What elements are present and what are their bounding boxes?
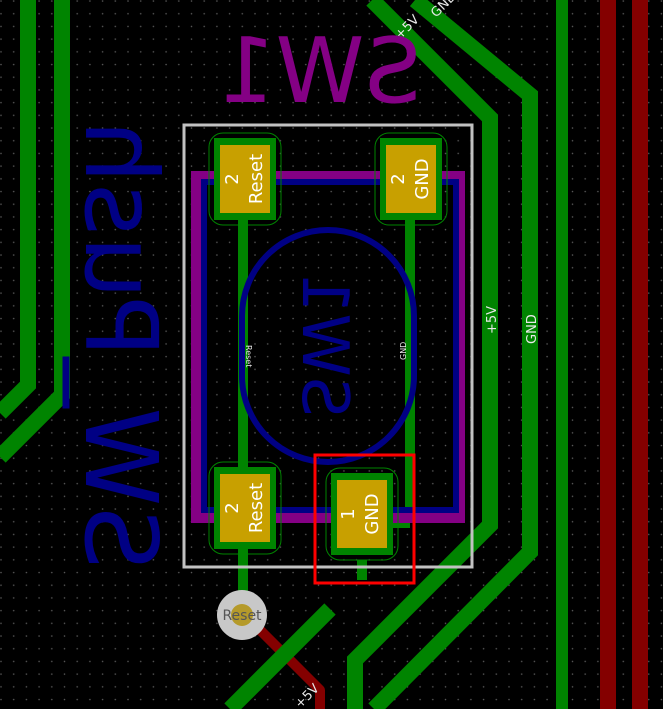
- track-label-gnd-small: GND: [399, 342, 408, 360]
- via-drill: [231, 604, 253, 626]
- track-left-outer[interactable]: [0, 0, 36, 419]
- pad-number: 1: [338, 508, 359, 519]
- track-plus5v[interactable]: [347, 0, 498, 709]
- pad-net: GND: [362, 493, 383, 534]
- pad-net: Reset: [246, 154, 267, 204]
- silkscreen-outline[interactable]: [191, 171, 465, 523]
- pad-core: [337, 480, 387, 548]
- silk-reference-text: SW1: [218, 19, 421, 124]
- fab-outline[interactable]: [201, 179, 459, 513]
- pad-clearance: [208, 132, 282, 226]
- back-track-2[interactable]: [632, 0, 648, 709]
- pad-gnd-top[interactable]: 2 GND: [374, 132, 448, 226]
- fab-value-text: SW_Push: [62, 120, 179, 570]
- via-net-label: Reset: [222, 608, 262, 624]
- pad-reset-top[interactable]: 2 Reset: [208, 132, 282, 226]
- fab-round-body[interactable]: [239, 227, 417, 465]
- pad-core: [220, 145, 270, 213]
- track-label-gnd-mid: GND: [525, 314, 540, 344]
- pad-number: 2: [222, 502, 243, 513]
- fab-reference-text: SW1: [287, 273, 361, 418]
- track-label-plus5v-mid: +5V: [485, 306, 500, 334]
- track-diag-lower-left[interactable]: [224, 603, 336, 709]
- pad-reset-bottom[interactable]: 2 Reset: [208, 461, 282, 555]
- track-gnd[interactable]: [368, 0, 538, 709]
- back-track-1[interactable]: [600, 0, 616, 709]
- pad-core: [386, 145, 436, 213]
- pad-gnd-bottom[interactable]: 1 GND: [325, 467, 399, 561]
- courtyard-outline[interactable]: [182, 123, 474, 569]
- pad-net: GND: [412, 158, 433, 199]
- pad-number: 2: [222, 173, 243, 184]
- via-reset[interactable]: Reset: [217, 590, 267, 640]
- pad-number: 2: [388, 173, 409, 184]
- track-left-inner[interactable]: [0, 0, 70, 463]
- pad-core: [220, 474, 270, 542]
- pad-clearance: [208, 461, 282, 555]
- track-label-reset-small: Reset: [244, 345, 253, 367]
- pad-net: Reset: [246, 483, 267, 533]
- pad-clearance: [374, 132, 448, 226]
- pad-clearance: [325, 467, 399, 561]
- selection-box: [313, 453, 416, 585]
